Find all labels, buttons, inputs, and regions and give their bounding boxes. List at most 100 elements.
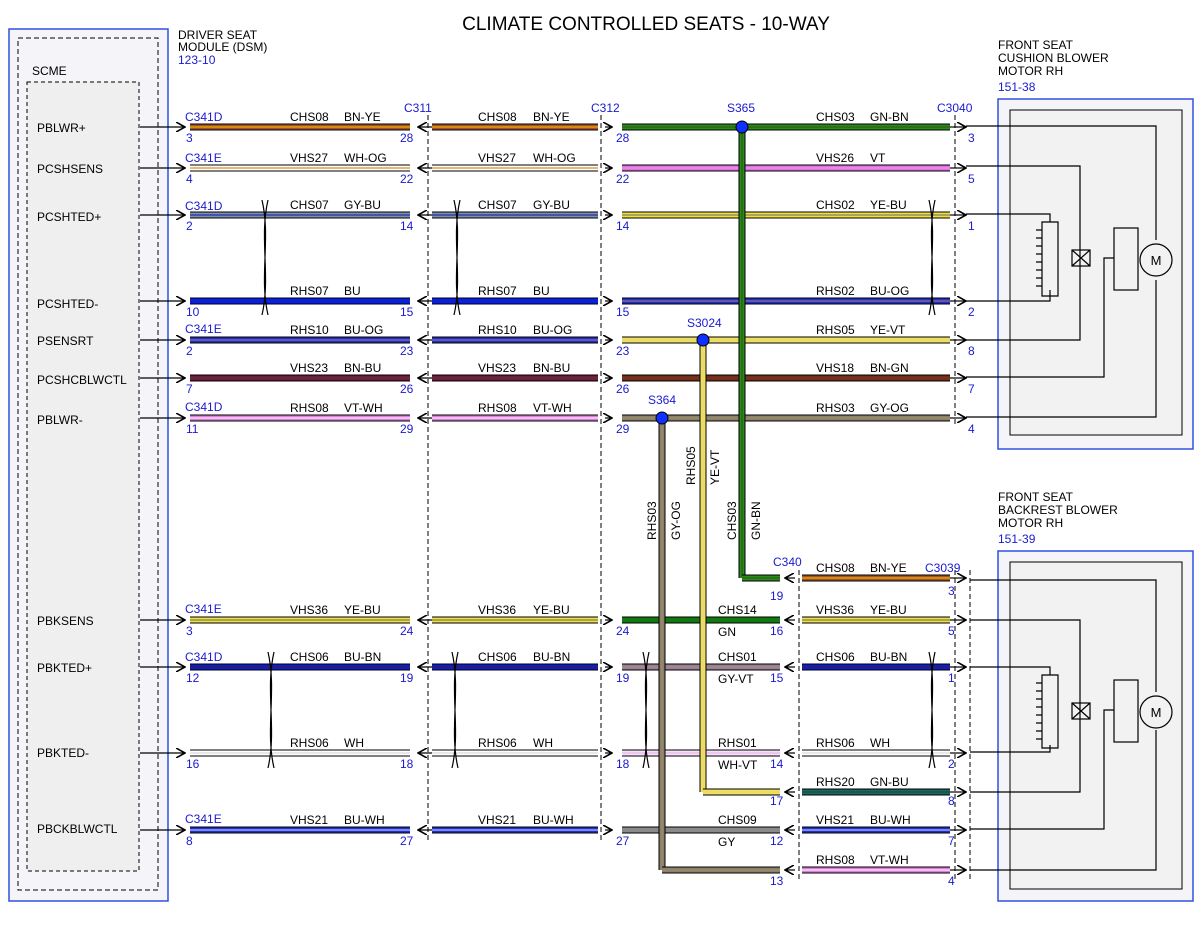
circuit-color: BU-WH: [344, 813, 385, 827]
circuit-color: BN-BU: [344, 361, 381, 375]
circuit-id: RHS01: [718, 736, 757, 750]
circuit-id: CHS07: [478, 198, 517, 212]
circuit-id: RHS10: [478, 323, 517, 337]
circuit-id: RHS20: [816, 775, 855, 789]
circuit-id: RHS10: [290, 323, 329, 337]
pin-label: PCSHCBLWCTL: [37, 373, 127, 387]
connector-label: C341D: [185, 650, 223, 664]
backrest-name-line1: FRONT SEAT: [998, 490, 1074, 504]
twisted-pair-markers: [261, 199, 936, 769]
cushion-ref: 151-38: [998, 80, 1036, 94]
circuit-color: BN-YE: [870, 561, 907, 575]
twisted-pair-marker: [267, 651, 275, 769]
diagram-title: CLIMATE CONTROLLED SEATS - 10-WAY: [462, 14, 830, 35]
circuit-id: CHS06: [290, 650, 329, 664]
circuit-color: BU: [533, 284, 550, 298]
vertical-wire-label: RHS03: [645, 501, 659, 540]
pin-number: 27: [400, 834, 414, 848]
pin-number: 2: [186, 344, 193, 358]
splice-s365-dot: [735, 120, 749, 134]
circuit-color: YE-BU: [533, 603, 570, 617]
twisted-pair-marker: [451, 651, 459, 769]
twisted-pair-marker: [642, 651, 650, 769]
circuit-id: VHS27: [478, 151, 516, 165]
circuit-id: RHS08: [816, 853, 855, 867]
connector-label-c340: C340: [773, 555, 802, 569]
circuit-color: YE-BU: [344, 603, 381, 617]
circuit-id: CHS08: [290, 110, 329, 124]
twisted-pair-marker: [453, 199, 461, 316]
backrest-name-line2: BACKREST BLOWER: [998, 503, 1118, 517]
scme-label: SCME: [32, 64, 67, 78]
circuit-id: RHS06: [478, 736, 517, 750]
pin-number: 26: [616, 382, 630, 396]
twisted-pair-marker: [928, 199, 936, 316]
pin-number: 12: [186, 671, 200, 685]
vertical-wire-label: GY-OG: [669, 501, 683, 540]
pin-number: 14: [770, 757, 784, 771]
connector-label-c3040: C3040: [937, 101, 973, 115]
pin-label: PBKSENS: [37, 614, 94, 628]
pin-number: 19: [770, 589, 784, 603]
vertical-wire-label: CHS03: [725, 501, 739, 540]
circuit-color: VT: [870, 151, 886, 165]
circuit-color: WH: [870, 736, 890, 750]
pin-number: 24: [616, 624, 630, 638]
circuit-color: GN-BU: [870, 775, 909, 789]
circuit-color: BU-OG: [344, 323, 383, 337]
splice-label-s3024: S3024: [687, 316, 722, 330]
pin-label: PBCKBLWCTL: [37, 822, 118, 836]
circuit-id: CHS08: [816, 561, 855, 575]
splice-s364-dot: [655, 411, 669, 425]
circuit-color: WH-OG: [344, 151, 387, 165]
pin-number: 7: [968, 382, 975, 396]
circuit-id: RHS07: [478, 284, 517, 298]
circuit-color: BU-WH: [533, 813, 574, 827]
circuit-id: CHS02: [816, 198, 855, 212]
pin-number: 10: [186, 305, 200, 319]
circuit-id: CHS07: [290, 198, 329, 212]
pin-number: 29: [400, 422, 414, 436]
pin-number: 14: [400, 219, 414, 233]
circuit-color: GN-BN: [870, 110, 909, 124]
vertical-wire-label: YE-VT: [708, 449, 722, 485]
cushion-motor-symbol: M: [1151, 253, 1162, 268]
twisted-pair-marker: [928, 651, 936, 769]
pin-number: 16: [186, 757, 200, 771]
circuit-color: GY-BU: [533, 198, 570, 212]
circuit-color: YE-BU: [870, 198, 907, 212]
circuit-color: GY: [718, 835, 735, 849]
connector-label-c312: C312: [591, 101, 620, 115]
cushion-name-line1: FRONT SEAT: [998, 38, 1074, 52]
cushion-name-line3: MOTOR RH: [998, 64, 1063, 78]
circuit-id: VHS26: [816, 151, 854, 165]
cushion-name-line2: CUSHION BLOWER: [998, 51, 1109, 65]
twisted-pair-marker: [261, 199, 269, 316]
connector-label: C341E: [185, 812, 222, 826]
pin-number: 2: [948, 757, 955, 771]
circuit-id: VHS23: [478, 361, 516, 375]
pin-number: 8: [968, 344, 975, 358]
circuit-id: CHS06: [816, 650, 855, 664]
pin-number: 23: [400, 344, 414, 358]
pin-number: 12: [770, 834, 784, 848]
circuit-color: BU-WH: [870, 813, 911, 827]
pin-number: 22: [400, 172, 414, 186]
pin-number: 18: [616, 757, 630, 771]
pin-number: 16: [770, 624, 784, 638]
pin-number: 7: [948, 834, 955, 848]
pin-number: 15: [400, 305, 414, 319]
circuit-id: RHS05: [816, 323, 855, 337]
pin-number: 1: [968, 219, 975, 233]
circuit-id: CHS01: [718, 650, 757, 664]
pin-number: 28: [616, 131, 630, 145]
scme-box: [26, 81, 140, 872]
connector-label: C341E: [185, 602, 222, 616]
circuit-color: GY-OG: [870, 401, 909, 415]
circuit-color: BN-YE: [533, 110, 570, 124]
circuit-id: RHS03: [816, 401, 855, 415]
pin-number: 15: [616, 305, 630, 319]
pin-number: 4: [968, 422, 975, 436]
circuit-color: WH-OG: [533, 151, 576, 165]
